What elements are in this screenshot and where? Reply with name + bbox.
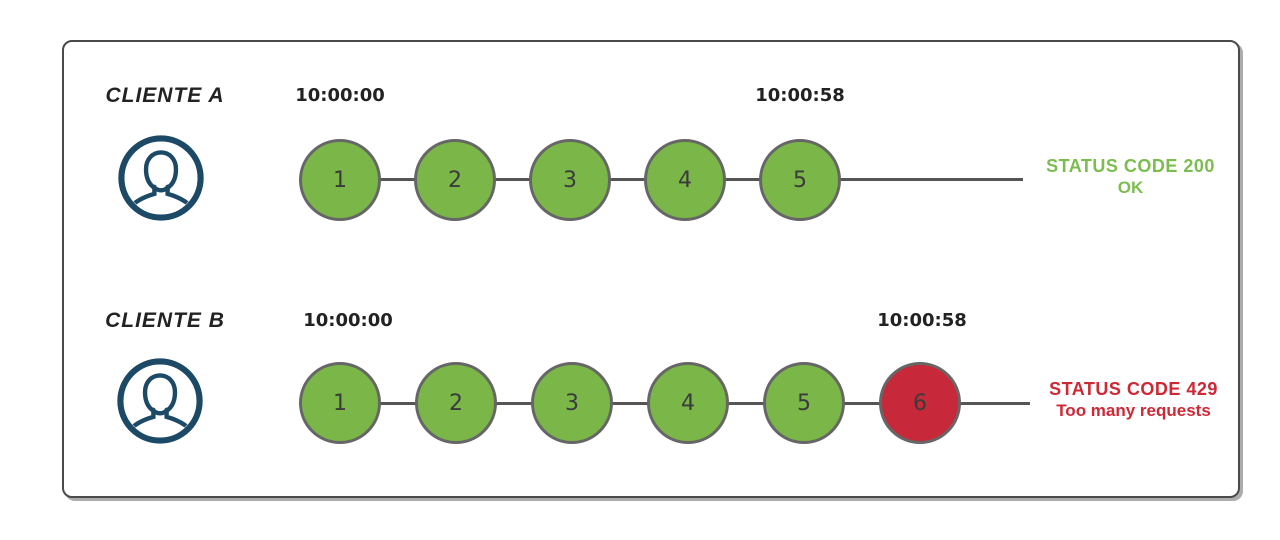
client-b-status-text: STATUS CODE 429 Too many requests bbox=[1026, 378, 1241, 422]
client-b-user-icon bbox=[116, 357, 204, 445]
request-circle: 5 bbox=[763, 362, 845, 444]
status-code-line: STATUS CODE 200 bbox=[1046, 156, 1215, 176]
client-a-user-icon bbox=[117, 134, 205, 222]
request-circle-blocked: 6 bbox=[879, 362, 961, 444]
status-code-line: STATUS CODE 429 bbox=[1049, 379, 1218, 399]
request-circle: 4 bbox=[647, 362, 729, 444]
client-b-end-timestamp: 10:00:58 bbox=[877, 310, 967, 331]
request-circle: 2 bbox=[414, 139, 496, 221]
user-icon bbox=[117, 358, 203, 444]
client-a-start-timestamp: 10:00:00 bbox=[295, 85, 385, 106]
status-message-line: OK bbox=[1117, 178, 1144, 197]
user-icon bbox=[118, 135, 204, 221]
request-circle: 4 bbox=[644, 139, 726, 221]
client-a-status-text: STATUS CODE 200 OK bbox=[1028, 155, 1233, 199]
request-circle: 5 bbox=[759, 139, 841, 221]
request-circle: 1 bbox=[299, 139, 381, 221]
client-a-label: CLIENTE A bbox=[105, 84, 225, 107]
request-circle: 3 bbox=[531, 362, 613, 444]
diagram-frame bbox=[62, 40, 1240, 498]
request-circle: 3 bbox=[529, 139, 611, 221]
request-circle: 2 bbox=[415, 362, 497, 444]
client-b-start-timestamp: 10:00:00 bbox=[303, 310, 393, 331]
request-circle: 1 bbox=[299, 362, 381, 444]
client-b-label: CLIENTE B bbox=[105, 309, 225, 332]
client-a-end-timestamp: 10:00:58 bbox=[755, 85, 845, 106]
status-message-line: Too many requests bbox=[1056, 401, 1211, 420]
